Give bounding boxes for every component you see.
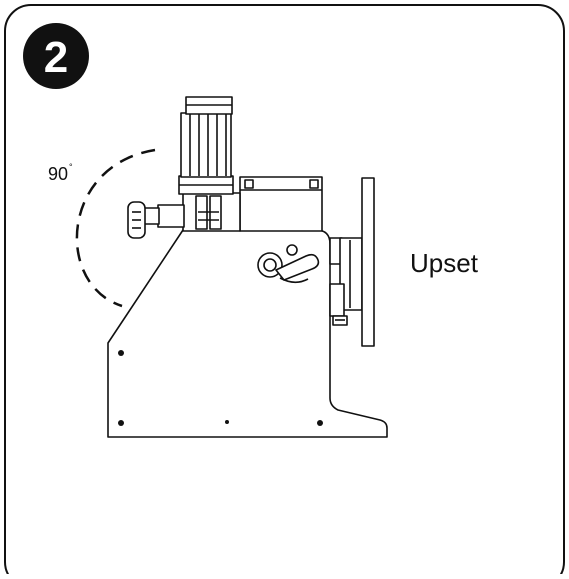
rotation-arc (75, 148, 156, 308)
angle-label: 90 (48, 164, 68, 184)
screw-icon (118, 350, 124, 356)
housing-detail (244, 179, 254, 189)
lever-pivot-hub (263, 258, 277, 272)
step-number: 2 (44, 33, 68, 82)
lever-shadow (279, 277, 309, 284)
degree-symbol: ° (69, 162, 73, 172)
position-label: Upset (410, 248, 479, 278)
machine-body (107, 229, 388, 438)
screw-icon (317, 420, 323, 426)
machine-illustration (107, 96, 388, 438)
vertical-plate (361, 177, 375, 347)
handle-neck (143, 207, 160, 225)
knob-grip (180, 112, 232, 178)
handle-sleeve (157, 204, 185, 228)
lever-stop (286, 244, 298, 256)
carriage-lower (329, 283, 345, 317)
screw-icon (225, 420, 229, 424)
step-badge: 2 (23, 23, 89, 89)
housing-detail (309, 179, 319, 189)
step-badge-circle (23, 23, 89, 89)
screw-icon (118, 420, 124, 426)
lever-arm (275, 253, 320, 281)
